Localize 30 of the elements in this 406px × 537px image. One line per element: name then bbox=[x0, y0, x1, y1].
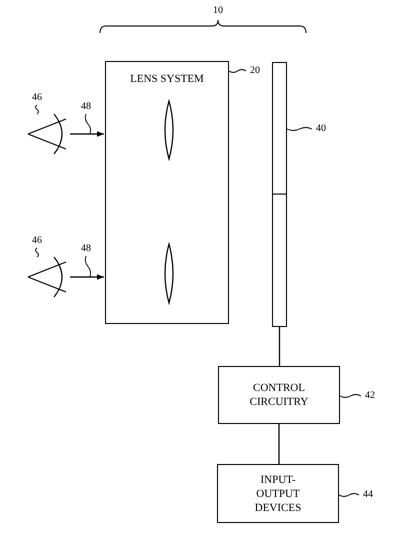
leader-line bbox=[340, 394, 362, 398]
connector-line bbox=[278, 327, 280, 366]
leader-line bbox=[228, 69, 246, 73]
block-box: CONTROL CIRCUITRY bbox=[218, 366, 340, 424]
reference-numeral: 44 bbox=[359, 488, 377, 502]
reference-numeral: 48 bbox=[77, 100, 95, 114]
box-title: LENS SYSTEM bbox=[129, 72, 205, 86]
reference-numeral: 40 bbox=[312, 122, 330, 136]
leader-line bbox=[286, 127, 312, 131]
reference-numeral: 42 bbox=[361, 389, 379, 403]
leader-line bbox=[35, 104, 39, 114]
reference-numeral: 46 bbox=[28, 234, 46, 248]
leader-line bbox=[84, 256, 92, 278]
system-box bbox=[105, 61, 229, 324]
connector-line bbox=[278, 424, 280, 464]
arrow bbox=[70, 131, 104, 137]
arrow bbox=[70, 274, 104, 280]
reference-numeral: 20 bbox=[246, 64, 264, 78]
eye-icon bbox=[26, 257, 68, 297]
leader-line bbox=[35, 248, 39, 258]
lens-icon bbox=[163, 101, 175, 159]
reference-numeral: 48 bbox=[77, 242, 95, 256]
eye-icon bbox=[26, 114, 68, 154]
block-box: INPUT-OUTPUT DEVICES bbox=[217, 464, 339, 523]
lens-icon bbox=[163, 244, 175, 303]
display-panel bbox=[272, 62, 287, 327]
leader-line bbox=[338, 493, 360, 497]
reference-numeral: 46 bbox=[28, 91, 46, 105]
leader-line bbox=[84, 114, 92, 134]
reference-numeral: 10 bbox=[212, 4, 224, 18]
